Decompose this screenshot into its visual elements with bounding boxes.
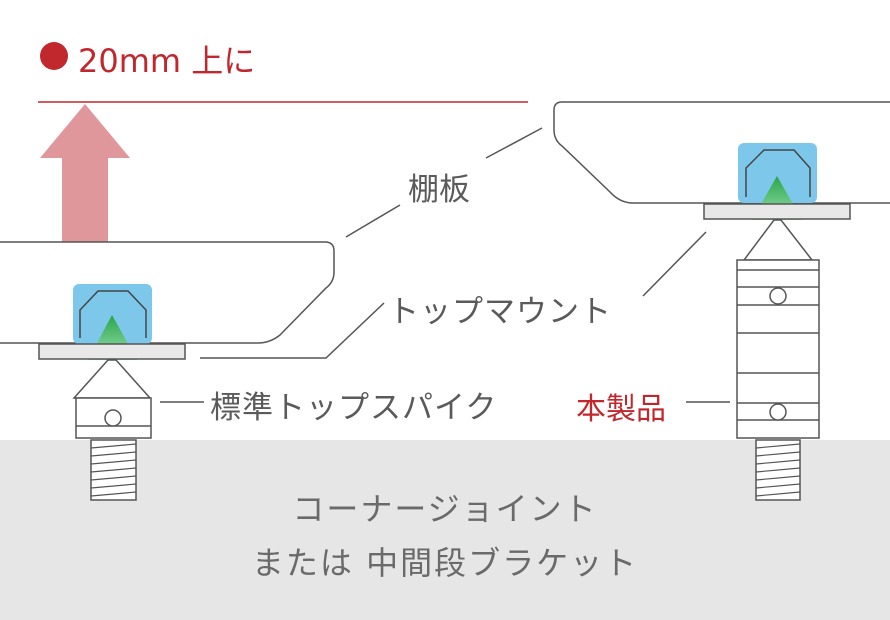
standard-spike-hole (104, 409, 122, 427)
product-label: 本製品 (576, 392, 666, 427)
product-spike-hole-lower (769, 403, 787, 421)
leader-topmount-right (642, 231, 707, 297)
raise-label: 20mm 上に (78, 42, 256, 80)
shelf-label: 棚板 (408, 172, 470, 208)
thread-lines-left (90, 443, 137, 497)
cone-outline-right (745, 149, 811, 197)
base-label-line1: コーナージョイント (292, 490, 598, 528)
shelf-left (0, 241, 335, 344)
washer-plate-right (703, 203, 851, 220)
product-spike-hole-upper (769, 287, 787, 305)
red-dot-icon (40, 42, 68, 70)
washer-plate-left (38, 343, 186, 360)
product-spike-cone (742, 219, 814, 261)
shelf-right (553, 101, 890, 204)
leader-shelf-right (485, 127, 543, 159)
up-arrow-icon (40, 104, 130, 242)
base-label-line2: または 中間段ブラケット (251, 544, 639, 582)
leader-shelf-left (345, 204, 401, 238)
base-panel (0, 440, 890, 620)
leader-lines (160, 127, 730, 403)
standard-spike-label: 標準トップスパイク (210, 390, 498, 426)
thread-lines-right (755, 443, 801, 497)
top-mount-label: トップマウント (388, 294, 612, 330)
leader-topmount-left (200, 302, 385, 359)
cone-outline-left (79, 290, 147, 338)
standard-spike-cone (72, 359, 152, 399)
top-mount-left (73, 284, 152, 344)
top-mount-right (738, 143, 817, 203)
